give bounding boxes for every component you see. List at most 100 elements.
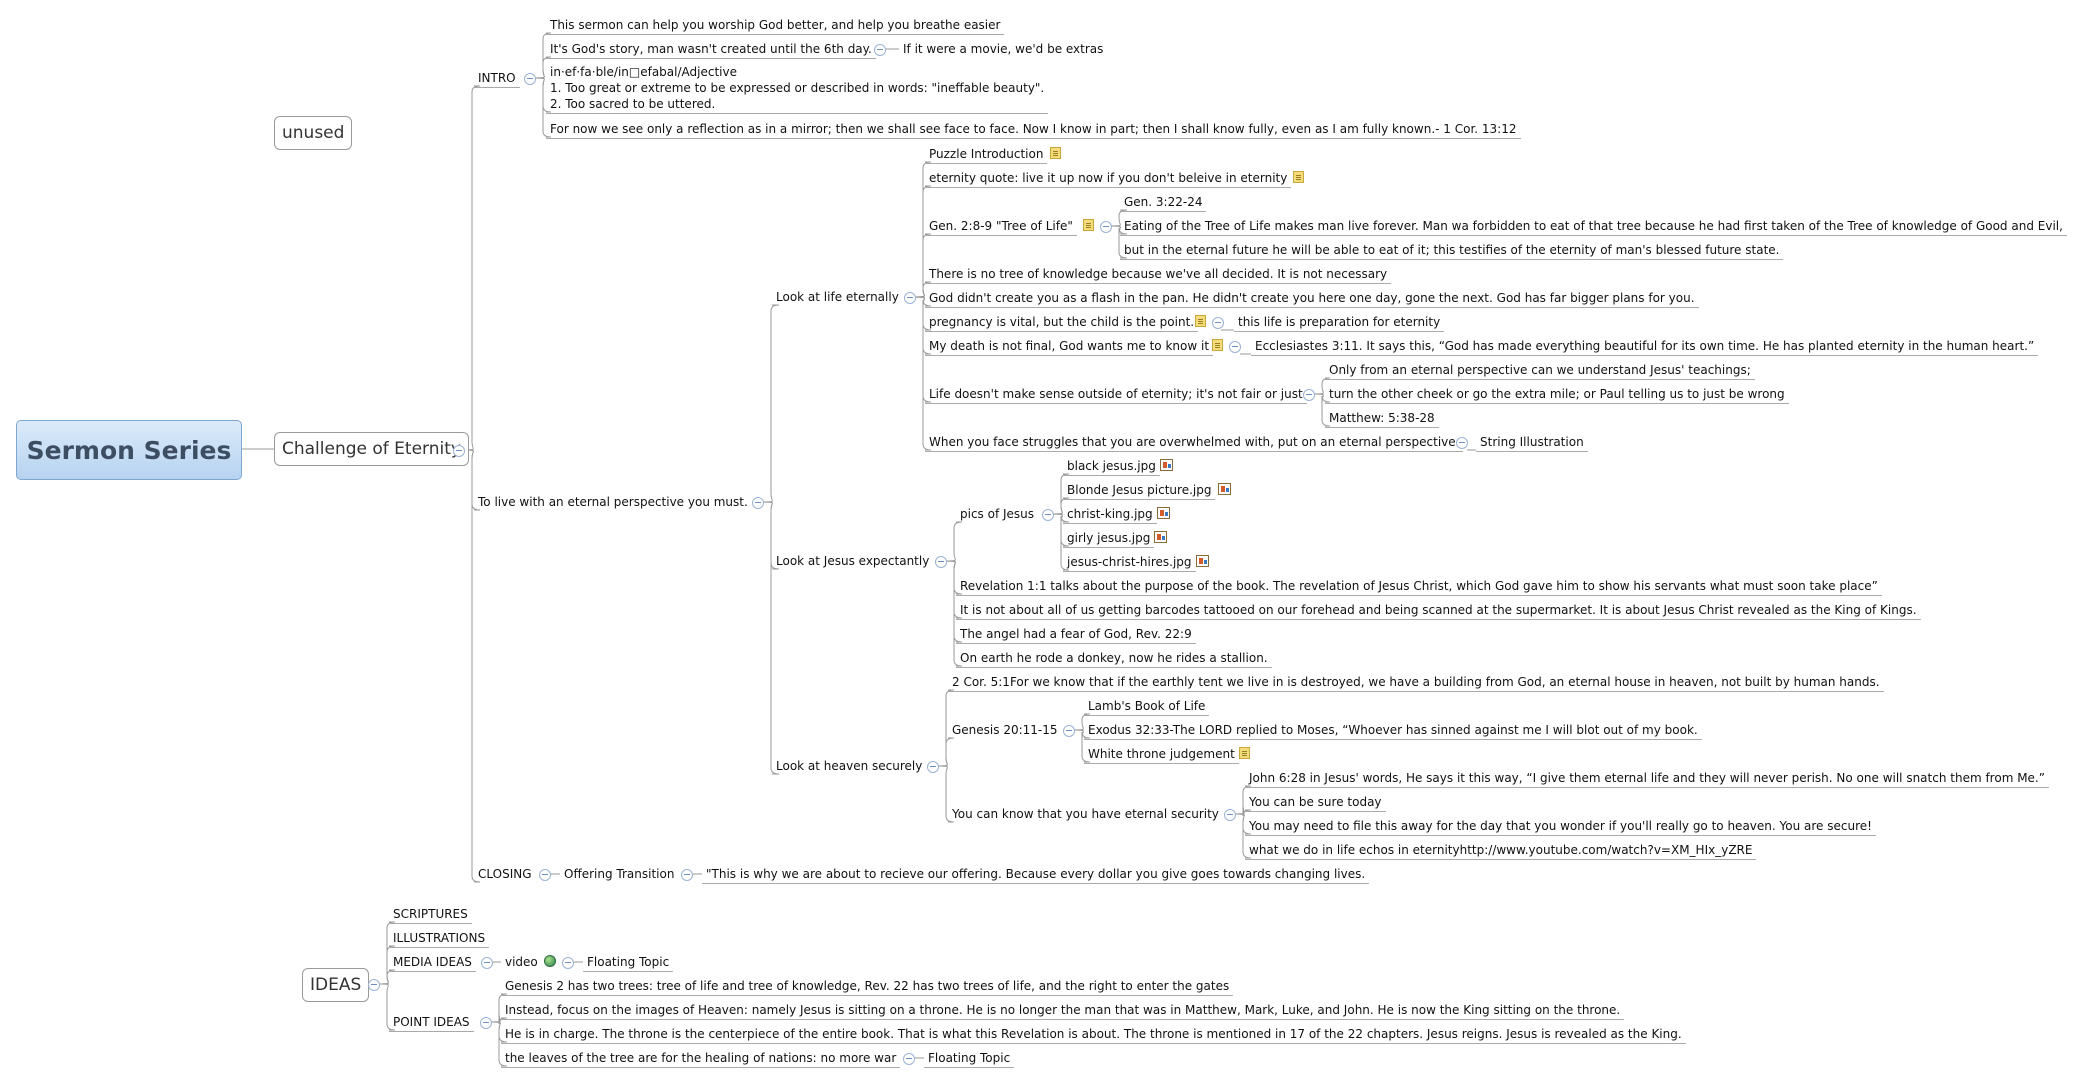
life-no-sense[interactable]: Life doesn't make sense outside of etern… bbox=[925, 386, 1307, 404]
life-item[interactable]: Puzzle Introduction bbox=[925, 146, 1048, 164]
topic-life-eternally[interactable]: Look at life eternally bbox=[776, 290, 899, 304]
topic-ideas[interactable]: IDEAS bbox=[302, 968, 370, 1002]
security-child[interactable]: what we do in life echos in eternityhttp… bbox=[1245, 842, 1757, 860]
jesus-image-item[interactable]: Blonde Jesus picture.jpg bbox=[1063, 482, 1216, 500]
genesis-child[interactable]: Exodus 32:33-The LORD replied to Moses, … bbox=[1084, 722, 1702, 740]
gen-child[interactable]: Gen. 3:22-24 bbox=[1120, 194, 1207, 212]
note-icon[interactable] bbox=[1239, 747, 1250, 759]
floating-topic-unused[interactable]: unused bbox=[274, 116, 353, 150]
intro-item[interactable]: For now we see only a reflection as in a… bbox=[546, 121, 1521, 139]
collapse-icon[interactable] bbox=[935, 556, 947, 568]
jesus-item[interactable]: The angel had a fear of God, Rev. 22:9 bbox=[956, 626, 1196, 644]
life-ecclesiastes[interactable]: Ecclesiastes 3:11. It says this, “God ha… bbox=[1251, 338, 2039, 356]
collapse-icon[interactable] bbox=[1229, 341, 1241, 353]
collapse-icon[interactable] bbox=[904, 292, 916, 304]
ideas-illustrations[interactable]: ILLUSTRATIONS bbox=[389, 930, 490, 948]
ideas-scriptures[interactable]: SCRIPTURES bbox=[389, 906, 472, 924]
heaven-eternal-security[interactable]: You can know that you have eternal secur… bbox=[952, 807, 1219, 821]
ideas-point[interactable]: POINT IDEAS bbox=[389, 1014, 474, 1032]
collapse-icon[interactable] bbox=[539, 869, 551, 881]
collapse-icon[interactable] bbox=[480, 1017, 492, 1029]
collapse-icon[interactable] bbox=[368, 979, 380, 991]
security-child[interactable]: John 6:28 in Jesus' words, He says it th… bbox=[1245, 770, 2049, 788]
jesus-item[interactable]: Revelation 1:1 talks about the purpose o… bbox=[956, 578, 1882, 596]
closing-quote[interactable]: "This is why we are about to recieve our… bbox=[702, 866, 1370, 884]
life-item[interactable]: There is no tree of knowledge because we… bbox=[925, 266, 1392, 284]
nosense-child[interactable]: turn the other cheek or go the extra mil… bbox=[1325, 386, 1789, 404]
heaven-genesis[interactable]: Genesis 20:11-15 bbox=[952, 723, 1058, 737]
topic-closing[interactable]: CLOSING bbox=[478, 867, 532, 881]
note-icon[interactable] bbox=[1293, 171, 1304, 183]
ideas-media[interactable]: MEDIA IDEAS bbox=[389, 954, 476, 972]
gen-child[interactable]: but in the eternal future he will be abl… bbox=[1120, 242, 1784, 260]
intro-item[interactable]: It's God's story, man wasn't created unt… bbox=[546, 41, 876, 59]
collapse-icon[interactable] bbox=[453, 445, 465, 457]
media-floating-topic[interactable]: Floating Topic bbox=[583, 954, 674, 972]
collapse-icon[interactable] bbox=[752, 497, 764, 509]
collapse-icon[interactable] bbox=[1100, 221, 1112, 233]
jesus-image-item[interactable]: girly jesus.jpg bbox=[1063, 530, 1155, 548]
collapse-icon[interactable] bbox=[1303, 389, 1315, 401]
topic-eternal-perspective[interactable]: To live with an eternal perspective you … bbox=[478, 495, 748, 509]
collapse-icon[interactable] bbox=[562, 957, 574, 969]
life-pregnancy[interactable]: pregnancy is vital, but the child is the… bbox=[925, 314, 1199, 332]
life-gen-tree-of-life[interactable]: Gen. 2:8-9 "Tree of Life" bbox=[925, 218, 1077, 236]
genesis-child[interactable]: Lamb's Book of Life bbox=[1084, 698, 1210, 716]
jesus-image-item[interactable]: jesus-christ-hires.jpg bbox=[1063, 554, 1196, 572]
nosense-child[interactable]: Matthew: 5:38-28 bbox=[1325, 410, 1439, 428]
image-attachment-icon[interactable] bbox=[1157, 507, 1170, 519]
life-item[interactable]: eternity quote: live it up now if you do… bbox=[925, 170, 1292, 188]
jesus-image-item[interactable]: black jesus.jpg bbox=[1063, 458, 1160, 476]
collapse-icon[interactable] bbox=[1212, 317, 1224, 329]
gen-child[interactable]: Eating of the Tree of Life makes man liv… bbox=[1120, 218, 2067, 236]
life-death[interactable]: My death is not final, God wants me to k… bbox=[925, 338, 1214, 356]
point-item[interactable]: He is in charge. The throne is the cente… bbox=[501, 1026, 1686, 1044]
life-preparation[interactable]: this life is preparation for eternity bbox=[1234, 314, 1445, 332]
collapse-icon[interactable] bbox=[1042, 509, 1054, 521]
image-attachment-icon[interactable] bbox=[1154, 531, 1167, 543]
collapse-icon[interactable] bbox=[1456, 437, 1468, 449]
collapse-icon[interactable] bbox=[481, 957, 493, 969]
image-attachment-icon[interactable] bbox=[1196, 555, 1209, 567]
topic-jesus-expectantly[interactable]: Look at Jesus expectantly bbox=[776, 554, 930, 568]
heaven-corinthians[interactable]: 2 Cor. 5:1For we know that if the earthl… bbox=[948, 674, 1884, 692]
image-attachment-icon[interactable] bbox=[1160, 459, 1173, 471]
globe-link-icon[interactable] bbox=[544, 955, 556, 967]
root-topic[interactable]: Sermon Series bbox=[16, 420, 242, 480]
intro-item[interactable]: This sermon can help you worship God bet… bbox=[546, 17, 1005, 35]
collapse-icon[interactable] bbox=[874, 44, 886, 56]
security-child[interactable]: You can be sure today bbox=[1245, 794, 1386, 812]
image-attachment-icon[interactable] bbox=[1218, 483, 1231, 495]
collapse-icon[interactable] bbox=[903, 1053, 915, 1065]
note-icon[interactable] bbox=[1083, 219, 1094, 231]
note-icon[interactable] bbox=[1212, 339, 1223, 351]
collapse-icon[interactable] bbox=[1224, 809, 1236, 821]
nosense-child[interactable]: Only from an eternal perspective can we … bbox=[1325, 362, 1755, 380]
collapse-icon[interactable] bbox=[1063, 725, 1075, 737]
topic-intro[interactable]: INTRO bbox=[474, 70, 520, 88]
media-video[interactable]: video bbox=[505, 955, 538, 969]
life-struggles[interactable]: When you face struggles that you are ove… bbox=[925, 434, 1464, 452]
note-icon[interactable] bbox=[1050, 147, 1061, 159]
jesus-pics[interactable]: pics of Jesus bbox=[960, 507, 1035, 521]
point-item[interactable]: the leaves of the tree are for the heali… bbox=[501, 1050, 901, 1068]
life-item[interactable]: God didn't create you as a flash in the … bbox=[925, 290, 1699, 308]
collapse-icon[interactable] bbox=[681, 869, 693, 881]
point-floating-topic[interactable]: Floating Topic bbox=[924, 1050, 1015, 1068]
collapse-icon[interactable] bbox=[524, 73, 536, 85]
point-item[interactable]: Instead, focus on the images of Heaven: … bbox=[501, 1002, 1625, 1020]
security-child[interactable]: You may need to file this away for the d… bbox=[1245, 818, 1876, 836]
jesus-item[interactable]: On earth he rode a donkey, now he rides … bbox=[956, 650, 1272, 668]
point-item[interactable]: Genesis 2 has two trees: tree of life an… bbox=[501, 978, 1234, 996]
life-string-illustration[interactable]: String Illustration bbox=[1476, 434, 1588, 452]
topic-heaven-securely[interactable]: Look at heaven securely bbox=[776, 759, 923, 773]
intro-movie-note[interactable]: If it were a movie, we'd be extras bbox=[903, 42, 1104, 56]
topic-challenge-of-eternity[interactable]: Challenge of Eternity bbox=[274, 432, 469, 466]
closing-offering-transition[interactable]: Offering Transition bbox=[564, 867, 675, 881]
collapse-icon[interactable] bbox=[927, 761, 939, 773]
genesis-child[interactable]: White throne judgement bbox=[1084, 746, 1239, 764]
jesus-image-item[interactable]: christ-king.jpg bbox=[1063, 506, 1157, 524]
note-icon[interactable] bbox=[1195, 315, 1206, 327]
